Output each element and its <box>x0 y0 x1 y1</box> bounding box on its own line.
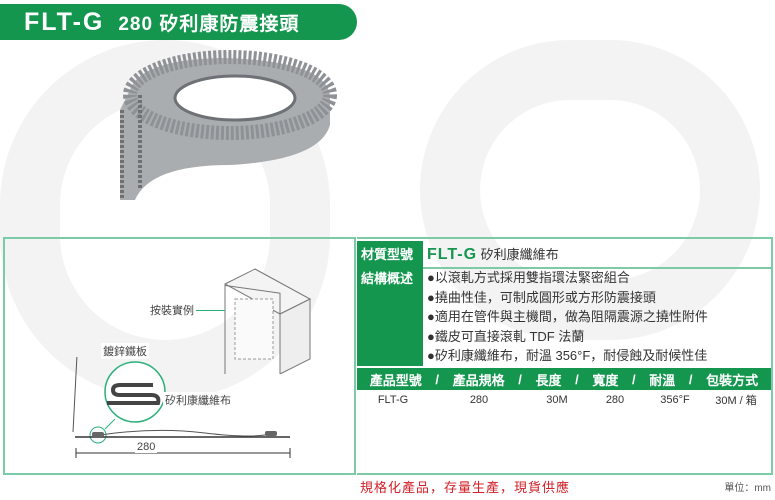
cross-section-drawing <box>72 357 291 458</box>
installation-diagram-panel: 按裝實例 鍍鋅鐵板 矽利康纖維布 280 <box>3 237 356 475</box>
separator: / <box>575 371 579 387</box>
product-table-header: 產品型號 / 產品規格 / 長度 / 寬度 / 耐溫 / 包裝方式 <box>357 368 771 390</box>
product-table: 產品型號 / 產品規格 / 長度 / 寬度 / 耐溫 / 包裝方式 FLT-G 280 3… <box>357 368 771 410</box>
separator: / <box>632 371 636 387</box>
table-row: FLT-G 280 30M 280 356°F 30M / 箱 <box>357 390 771 410</box>
col-spec: 產品規格 <box>452 372 505 388</box>
fabric-label: 矽利康纖維布 <box>163 392 233 408</box>
title-bar: FLT-G 280 矽利康防震接頭 <box>0 4 357 40</box>
cell-spec: 280 <box>469 394 489 406</box>
structure-bullet: ●矽利康纖維布，耐溫 356°F，耐侵蝕及耐候性佳 <box>427 348 708 363</box>
structure-bullet: ●鐵皮可直接滾軋 TDF 法蘭 <box>427 328 585 344</box>
col-model: 產品型號 <box>369 372 422 388</box>
unit-note: 單位：mm <box>724 483 771 494</box>
cell-width: 280 <box>605 394 625 406</box>
col-packaging: 包裝方式 <box>706 372 759 388</box>
col-temperature: 耐溫 <box>649 372 676 388</box>
col-length: 長度 <box>535 372 562 388</box>
structure-label: 結構概述 <box>357 265 423 366</box>
structure-bullet: ●適用在管件與主機間，做為阻隔震源之撓性附件 <box>427 309 708 324</box>
product-code: FLT-G <box>24 7 105 36</box>
material-code: FLT-G <box>427 246 478 263</box>
structure-bullet: ●撓曲性佳，可制成圓形或方形防震接頭 <box>427 289 656 305</box>
separator: / <box>688 371 693 387</box>
col-width: 寬度 <box>592 372 619 388</box>
structure-row: 結構概述 ●以滾軋方式採用雙指環法緊密組合 ●撓曲性佳，可制成圓形或方形防震接頭… <box>357 265 771 366</box>
cell-packaging: 30M / 箱 <box>715 395 757 407</box>
dimension-label: 280 <box>135 441 158 453</box>
separator: / <box>518 371 522 387</box>
material-label: 材質型號 <box>357 241 423 267</box>
material-row: 材質型號 FLT-G 矽利康纖維布 <box>357 241 771 269</box>
duct-drawing <box>223 268 312 374</box>
material-name: 矽利康纖維布 <box>480 247 559 262</box>
supply-note: 規格化產品，存量生產，現貨供應 <box>360 480 571 495</box>
cell-model: FLT-G <box>377 394 409 406</box>
product-name: 280 矽利康防震接頭 <box>118 13 300 35</box>
structure-bullet: ●以滾軋方式採用雙指環法緊密組合 <box>427 270 630 285</box>
separator: / <box>435 371 440 387</box>
cell-temperature: 356°F <box>660 394 690 406</box>
cell-length: 30M <box>546 394 568 406</box>
spec-table: 材質型號 FLT-G 矽利康纖維布 結構概述 ●以滾軋方式採用雙指環法緊密組合 … <box>357 237 773 475</box>
leader-line <box>195 310 225 311</box>
galvanized-sheet-label: 鍍鋅鐵板 <box>101 343 149 359</box>
install-example-label: 按裝實例 <box>148 302 196 318</box>
product-roll-image <box>120 50 337 200</box>
